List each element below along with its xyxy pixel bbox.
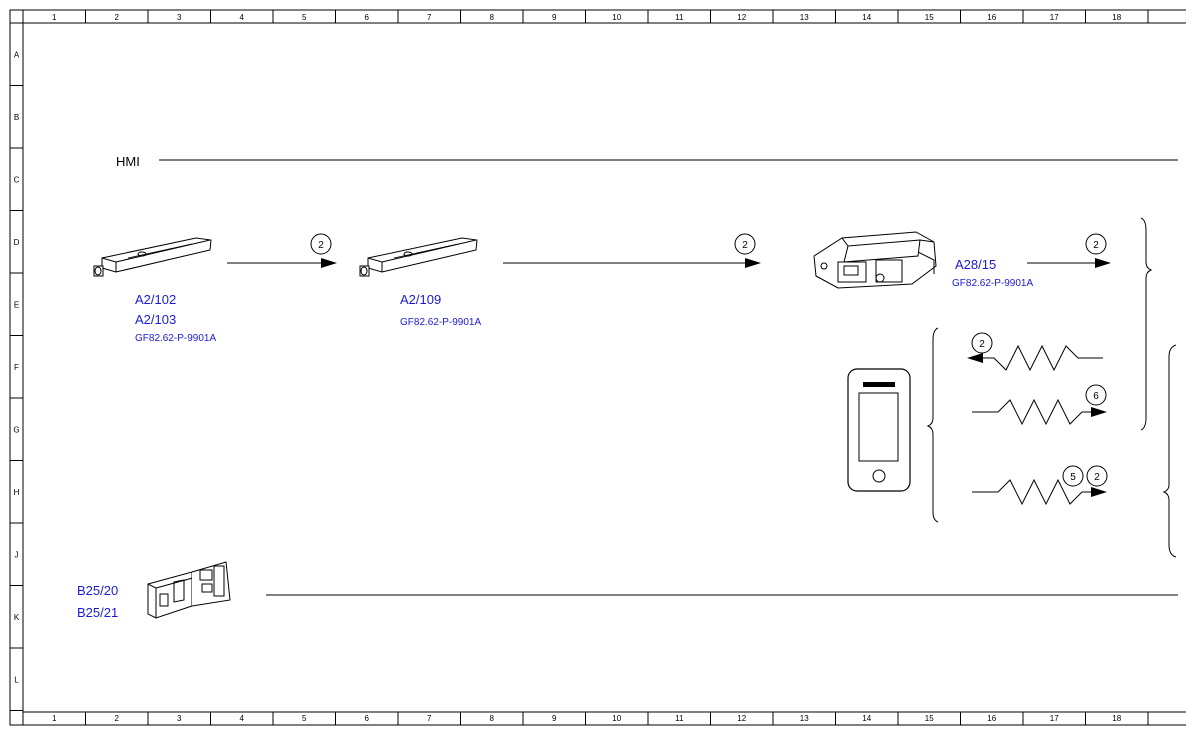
- column-label-top: 18: [1112, 13, 1121, 22]
- column-label-top: 14: [862, 13, 871, 22]
- column-label-top: 11: [675, 13, 684, 22]
- column-label-bottom: 6: [365, 714, 370, 723]
- column-label-top: 9: [552, 13, 557, 22]
- callout-3: 2: [1093, 240, 1099, 251]
- module-part: GF82.62-P-9901A: [952, 278, 1033, 289]
- wave-out-1-arrow: [1091, 407, 1107, 417]
- callout-2: 2: [742, 240, 748, 251]
- callout-wave-out-2a: 5: [1070, 472, 1076, 483]
- column-label-bottom: 9: [552, 714, 557, 723]
- column-label-top: 17: [1050, 13, 1059, 22]
- column-label-bottom: 12: [737, 714, 746, 723]
- column-label-top: 8: [490, 13, 495, 22]
- column-label-top: 13: [800, 13, 809, 22]
- antenna-1-ref-2: A2/103: [135, 312, 176, 327]
- row-label: H: [14, 488, 20, 497]
- antenna-1-part: GF82.62-P-9901A: [135, 333, 216, 344]
- antenna-2-ref: A2/109: [400, 292, 441, 307]
- column-label-bottom: 14: [862, 714, 871, 723]
- column-label-bottom: 8: [490, 714, 495, 723]
- antenna-1-ref-1: A2/102: [135, 292, 176, 307]
- wave-in: [980, 344, 1103, 372]
- wave-brace-right: [1162, 344, 1177, 558]
- column-label-bottom: 16: [987, 714, 996, 723]
- column-label-bottom: 3: [177, 714, 182, 723]
- column-label-bottom: 17: [1050, 714, 1059, 723]
- wave-out-2-arrow: [1091, 487, 1107, 497]
- callout-circle-wave-out-2b: [1086, 465, 1108, 487]
- column-label-top: 6: [365, 13, 370, 22]
- column-label-top: 7: [427, 13, 432, 22]
- column-label-top: 16: [987, 13, 996, 22]
- column-label-top: 3: [177, 13, 182, 22]
- column-label-top: 2: [115, 13, 120, 22]
- sensor-ref-1: B25/20: [77, 583, 118, 598]
- column-label-bottom: 1: [52, 714, 57, 723]
- grid-ruler: 1122334455667788991010111112121313141415…: [10, 10, 1149, 725]
- callout-circle-1: [310, 233, 332, 255]
- callout-wave-in: 2: [979, 339, 985, 350]
- antenna-2-icon: [359, 237, 478, 277]
- arrow-head-3: [1095, 258, 1111, 268]
- sensor-ref-2: B25/21: [77, 605, 118, 620]
- column-label-bottom: 13: [800, 714, 809, 723]
- callout-wave-out-1: 6: [1093, 391, 1099, 402]
- arrow-head-2: [745, 258, 761, 268]
- column-label-bottom: 4: [240, 714, 245, 723]
- column-label-bottom: 18: [1112, 714, 1121, 723]
- antenna-2-part: GF82.62-P-9901A: [400, 317, 481, 328]
- antenna-1-icon: [93, 237, 212, 277]
- callout-circle-wave-out-1: [1085, 384, 1107, 406]
- row-label: E: [14, 300, 19, 309]
- row-label: F: [14, 363, 19, 372]
- row-label: A: [14, 50, 20, 59]
- callout-circle-wave-in: [971, 332, 993, 354]
- column-label-top: 15: [925, 13, 934, 22]
- wave-out-2: [972, 478, 1094, 506]
- column-label-bottom: 7: [427, 714, 432, 723]
- row-label: L: [14, 675, 19, 684]
- column-label-bottom: 11: [675, 714, 684, 723]
- control-module-icon: [813, 231, 937, 289]
- column-label-bottom: 15: [925, 714, 934, 723]
- row-label: G: [13, 425, 19, 434]
- module-ref: A28/15: [955, 257, 996, 272]
- callout-circle-2: [734, 233, 756, 255]
- column-label-bottom: 2: [115, 714, 120, 723]
- callout-circle-wave-out-2a: [1062, 465, 1084, 487]
- callout-circle-3: [1085, 233, 1107, 255]
- wave-in-arrow: [967, 353, 983, 363]
- module-brace: [1140, 217, 1153, 431]
- callout-wave-out-2b: 2: [1094, 472, 1100, 483]
- row-label: B: [14, 113, 19, 122]
- row-label: J: [15, 550, 19, 559]
- column-label-bottom: 5: [302, 714, 307, 723]
- outer-frame: [9, 9, 1186, 726]
- wave-brace-left: [926, 327, 939, 523]
- column-label-top: 12: [737, 13, 746, 22]
- column-label-top: 1: [52, 13, 57, 22]
- arrow-head-1: [321, 258, 337, 268]
- section-label: HMI: [116, 154, 140, 169]
- row-label: K: [14, 613, 20, 622]
- row-label: C: [14, 175, 20, 184]
- column-label-top: 10: [612, 13, 621, 22]
- sensor-connector-icon: [147, 561, 231, 619]
- column-label-bottom: 10: [612, 714, 621, 723]
- inner-frame: [22, 22, 1186, 713]
- row-label: D: [14, 238, 20, 247]
- column-label-top: 4: [240, 13, 245, 22]
- smartphone-icon: [847, 368, 911, 492]
- callout-1: 2: [318, 240, 324, 251]
- column-label-top: 5: [302, 13, 307, 22]
- wave-out-1: [972, 398, 1094, 426]
